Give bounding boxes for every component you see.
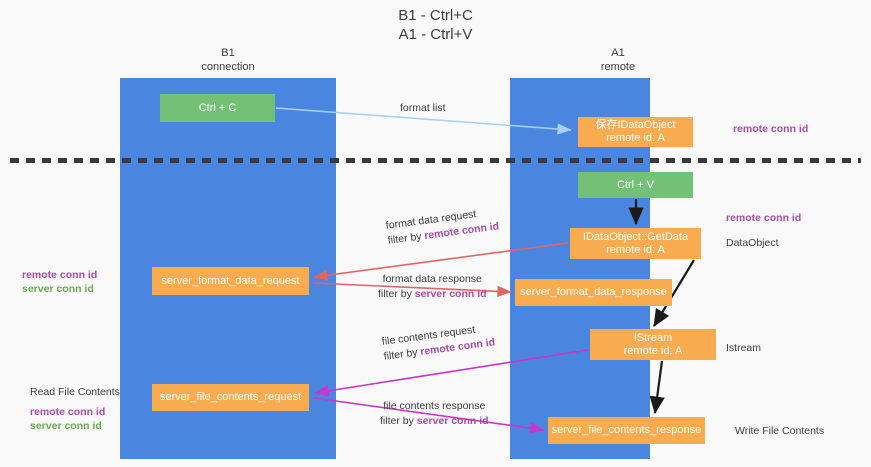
node-istream-label: IStream bbox=[633, 331, 673, 344]
filter-key: server conn id bbox=[414, 288, 487, 300]
node-ctrl-c-label: Ctrl + C bbox=[198, 101, 237, 114]
column-header-a1-role: remote bbox=[600, 61, 636, 73]
arrow-istream-write bbox=[649, 360, 665, 415]
annotation-istream-text: Istream bbox=[726, 342, 762, 354]
annotation-remote-conn-id-top-text: remote conn id bbox=[733, 123, 809, 135]
edge-label-file-contents-response-line2: filter by server conn id bbox=[380, 414, 489, 429]
node-server-file-contents-request[interactable]: server_file_contents_request bbox=[152, 384, 309, 411]
edge-label-file-contents-response: file contents response filter by server … bbox=[380, 399, 489, 429]
node-server-format-data-request[interactable]: server_format_data_request bbox=[152, 267, 309, 295]
page-title: B1 - Ctrl+C A1 - Ctrl+V bbox=[0, 6, 871, 44]
filter-prefix: filter by bbox=[387, 230, 426, 247]
filter-prefix: filter by bbox=[383, 346, 422, 363]
column-header-b1-name: B1 bbox=[221, 47, 235, 59]
annotation-dataobject-text: DataObject bbox=[726, 237, 779, 249]
node-server-file-contents-response[interactable]: server_file_contents_response bbox=[548, 417, 705, 444]
node-save-idataobject[interactable]: 保存IDataObject remote id: A bbox=[578, 117, 693, 147]
node-ctrl-v[interactable]: Ctrl + V bbox=[578, 172, 693, 198]
node-server-format-data-response-label: server_format_data_response bbox=[520, 286, 667, 298]
node-server-format-data-response[interactable]: server_format_data_response bbox=[515, 279, 672, 306]
node-save-idataobject-label: 保存IDataObject bbox=[595, 119, 676, 131]
edge-label-file-contents-request: file contents request filter by remote c… bbox=[381, 320, 496, 364]
annotation-remote-conn-id-mid-text: remote conn id bbox=[726, 212, 802, 224]
node-server-file-contents-response-label: server_file_contents_response bbox=[551, 424, 702, 436]
edge-label-format-list-line1: format list bbox=[400, 102, 446, 114]
node-idataobject-getdata-label: IDataObject::GetData bbox=[582, 230, 689, 243]
node-istream-sub: remote id: A bbox=[623, 344, 683, 357]
edge-label-format-data-response: format data response filter by server co… bbox=[378, 272, 487, 302]
edge-label-format-data-response-line2: filter by server conn id bbox=[378, 287, 487, 302]
column-header-b1: B1 connection bbox=[120, 46, 336, 74]
node-server-format-data-request-label: server_format_data_request bbox=[161, 274, 300, 287]
phase-divider bbox=[10, 158, 861, 163]
edge-label-file-contents-response-line1: file contents response bbox=[383, 400, 486, 412]
annotation-left-server-conn-id-2: server conn id bbox=[30, 420, 102, 432]
node-istream[interactable]: IStream remote id: A bbox=[590, 329, 716, 360]
annotation-left-remote-conn-id: remote conn id bbox=[22, 269, 98, 281]
filter-prefix: filter by bbox=[378, 288, 415, 300]
column-header-a1-name: A1 bbox=[611, 47, 625, 59]
node-idataobject-getdata-sub: remote id: A bbox=[606, 243, 665, 256]
annotation-left-conn-ids: remote conn id server conn id bbox=[22, 268, 97, 296]
annotation-left-remote-conn-id-2: remote conn id bbox=[30, 406, 106, 418]
edge-label-format-data-request: format data request filter by remote con… bbox=[385, 204, 500, 248]
annotation-write-file-contents-text: Write File Contents bbox=[735, 425, 825, 437]
annotation-remote-conn-id-mid: remote conn id bbox=[726, 211, 801, 225]
annotation-dataobject: DataObject bbox=[726, 236, 779, 250]
node-save-idataobject-sub: remote id: A bbox=[606, 132, 665, 144]
filter-prefix: filter by bbox=[380, 415, 417, 427]
annotation-remote-conn-id-top: remote conn id bbox=[733, 122, 808, 136]
node-ctrl-c[interactable]: Ctrl + C bbox=[160, 94, 275, 122]
annotation-write-file-contents: Write File Contents bbox=[735, 424, 824, 438]
annotation-read-file-contents: Read File Contents bbox=[30, 386, 120, 398]
annotation-istream: Istream bbox=[726, 341, 761, 355]
edge-label-format-data-response-line1: format data response bbox=[382, 273, 482, 285]
title-line-1: B1 - Ctrl+C bbox=[398, 7, 473, 24]
edge-label-format-list: format list bbox=[400, 101, 446, 116]
node-server-file-contents-request-label: server_file_contents_request bbox=[159, 391, 302, 403]
filter-key: server conn id bbox=[416, 415, 489, 427]
annotation-left-read-file-block: Read File Contents remote conn id server… bbox=[30, 385, 120, 433]
node-ctrl-v-label: Ctrl + V bbox=[617, 178, 654, 191]
column-header-b1-role: connection bbox=[201, 61, 255, 73]
column-header-a1: A1 remote bbox=[510, 46, 726, 74]
node-idataobject-getdata[interactable]: IDataObject::GetData remote id: A bbox=[570, 228, 701, 259]
annotation-left-server-conn-id: server conn id bbox=[22, 283, 94, 295]
title-line-2: A1 - Ctrl+V bbox=[398, 26, 473, 43]
